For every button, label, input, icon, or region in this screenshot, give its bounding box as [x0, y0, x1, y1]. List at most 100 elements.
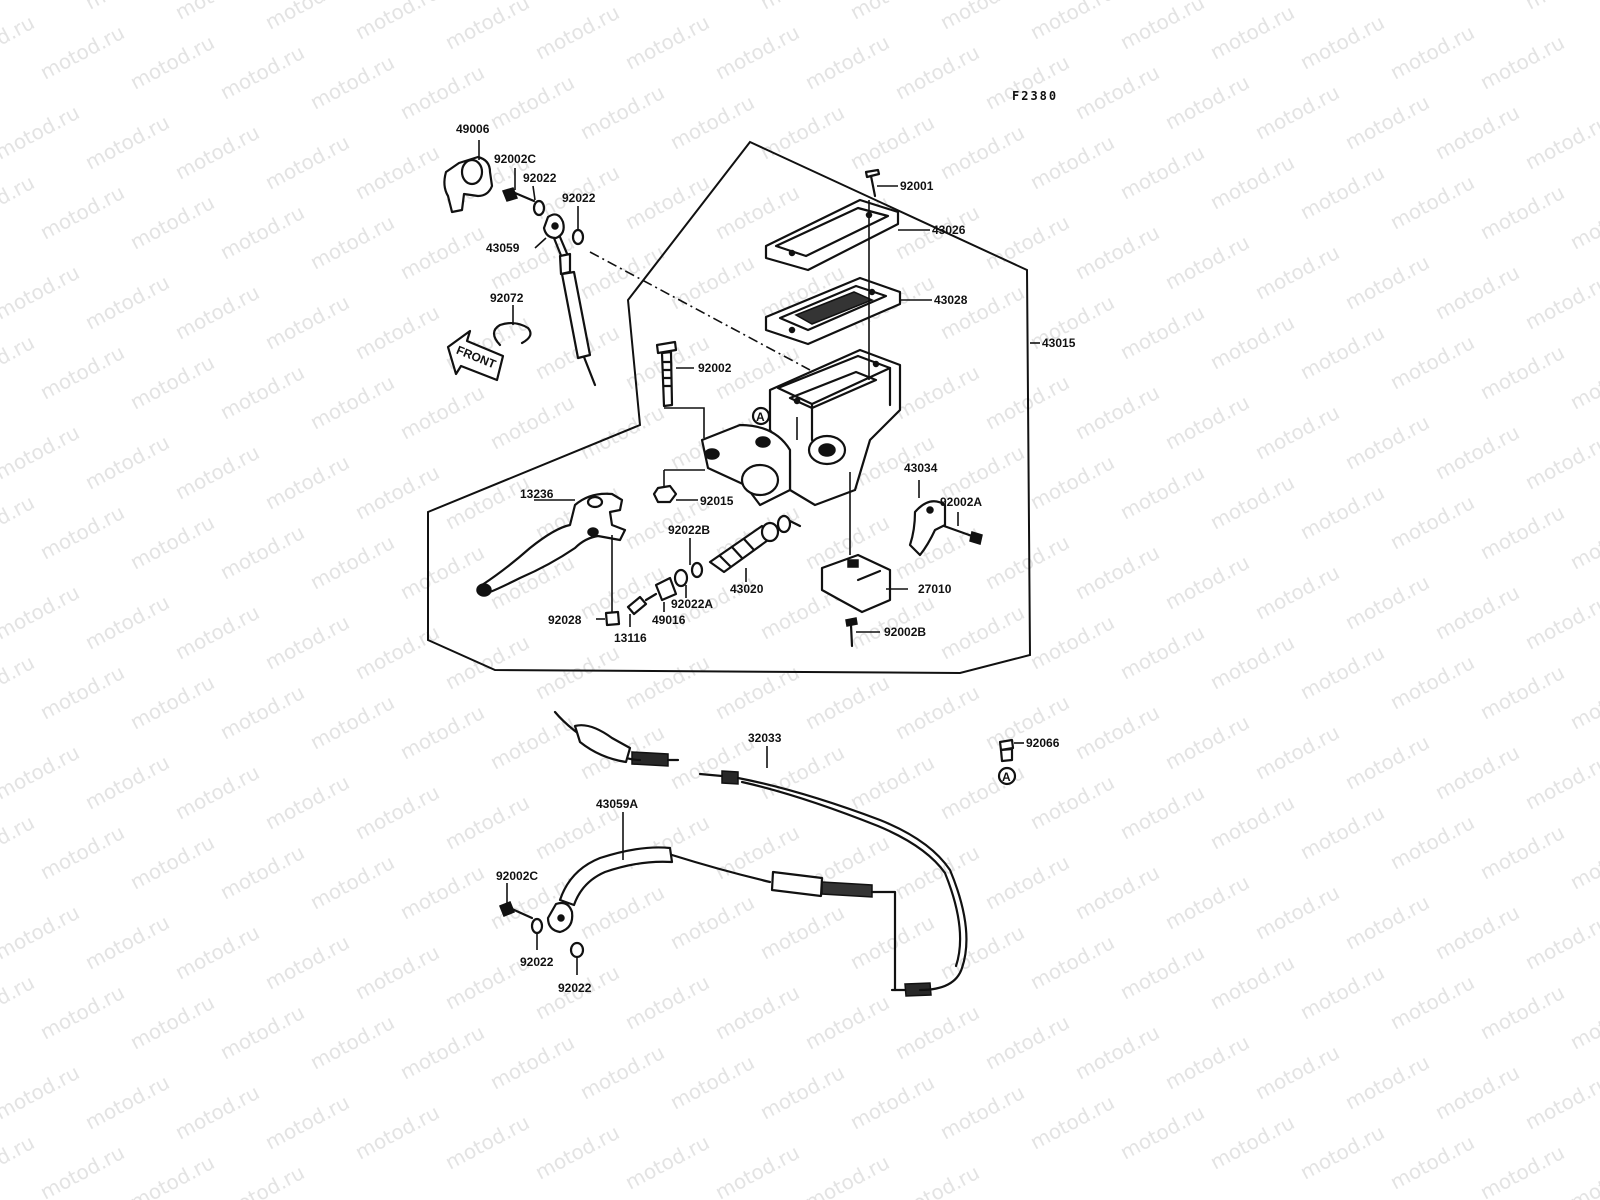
- watermark-text: motod.ru: [1071, 380, 1163, 444]
- watermark-text: motod.ru: [306, 850, 398, 914]
- watermark-text: motod.ru: [1296, 480, 1388, 544]
- watermark-text: motod.ru: [1161, 870, 1253, 934]
- watermark-text: motod.ru: [1251, 1040, 1343, 1104]
- watermark-text: motod.ru: [1296, 10, 1388, 74]
- watermark-text: motod.ru: [36, 340, 128, 404]
- ref-marker-a-upper: A: [751, 406, 771, 426]
- watermark-text: motod.ru: [1026, 930, 1118, 994]
- watermark-text: motod.ru: [36, 820, 128, 884]
- watermark-text: motod.ru: [441, 470, 533, 534]
- watermark-text: motod.ru: [486, 70, 578, 134]
- watermark-text: motod.ru: [756, 900, 848, 964]
- watermark-text: motod.ru: [0, 1130, 38, 1194]
- watermark-text: motod.ru: [81, 110, 173, 174]
- watermark-text: motod.ru: [1026, 0, 1118, 44]
- label-43015: 43015: [1042, 336, 1076, 350]
- watermark-text: motod.ru: [126, 510, 218, 574]
- watermark-text: motod.ru: [1566, 350, 1600, 414]
- watermark-text: motod.ru: [36, 980, 128, 1044]
- boot-92022A: [673, 568, 689, 588]
- watermark-text: motod.ru: [351, 140, 443, 204]
- watermark-text: motod.ru: [666, 890, 758, 954]
- watermark-text: motod.ru: [171, 1080, 263, 1144]
- watermark-text: motod.ru: [81, 0, 173, 14]
- watermark-text: motod.ru: [1476, 980, 1568, 1044]
- watermark-text: motod.ru: [1296, 320, 1388, 384]
- push-rod-49016: [654, 576, 678, 602]
- watermark-text: motod.ru: [801, 1150, 893, 1200]
- bleed-cap-92066: [998, 738, 1015, 763]
- watermark-text: motod.ru: [396, 60, 488, 124]
- watermark-text: motod.ru: [261, 0, 353, 34]
- label-92001: 92001: [900, 179, 934, 193]
- watermark-text: motod.ru: [396, 220, 488, 284]
- watermark-text: motod.ru: [396, 700, 488, 764]
- watermark-text: motod.ru: [621, 10, 713, 74]
- watermark-text: motod.ru: [576, 1040, 668, 1104]
- label-92002: 92002: [698, 361, 732, 375]
- watermark-text: motod.ru: [1206, 790, 1298, 854]
- watermark-text: motod.ru: [1476, 820, 1568, 884]
- label-92022-bottom-1: 92022: [520, 955, 554, 969]
- watermark-text: motod.ru: [1521, 910, 1600, 974]
- label-92015: 92015: [700, 494, 734, 508]
- watermark-text: motod.ru: [441, 1110, 533, 1174]
- piston-kit-43020: [708, 514, 802, 574]
- watermark-text: motod.ru: [126, 30, 218, 94]
- watermark-text: motod.ru: [1341, 250, 1433, 314]
- label-92022-top-1: 92022: [523, 171, 557, 185]
- watermark-text: motod.ru: [396, 380, 488, 444]
- watermark-text: motod.ru: [351, 620, 443, 684]
- watermark-text: motod.ru: [1386, 1130, 1478, 1194]
- watermark-text: motod.ru: [261, 450, 353, 514]
- watermark-text: motod.ru: [756, 0, 848, 14]
- watermark-text: motod.ru: [1206, 630, 1298, 694]
- watermark-text: motod.ru: [1206, 1110, 1298, 1174]
- watermark-text: motod.ru: [666, 1050, 758, 1114]
- watermark-text: motod.ru: [1341, 90, 1433, 154]
- screw-92001: [864, 168, 881, 198]
- watermark-text: motod.ru: [36, 20, 128, 84]
- watermark-text: motod.ru: [801, 670, 893, 734]
- watermark-text: motod.ru: [1071, 1020, 1163, 1084]
- watermark-text: motod.ru: [1521, 590, 1600, 654]
- watermark-text: motod.ru: [1161, 550, 1253, 614]
- washer-92022-top: [532, 199, 546, 217]
- watermark-text: motod.ru: [261, 1090, 353, 1154]
- part-labels: 49006 92002C 92022 92022 43059 92072 920…: [456, 122, 1076, 995]
- watermark-text: motod.ru: [936, 120, 1028, 184]
- watermark-text: motod.ru: [621, 650, 713, 714]
- watermark-text: motod.ru: [441, 630, 533, 694]
- watermark-text: motod.ru: [396, 1020, 488, 1084]
- watermark-text: motod.ru: [1386, 170, 1478, 234]
- watermark-text: motod.ru: [1431, 260, 1523, 324]
- label-92022-bottom-2: 92022: [558, 981, 592, 995]
- watermark-text: motod.ru: [1071, 220, 1163, 284]
- pivot-92028: [604, 610, 621, 627]
- label-92022B: 92022B: [668, 523, 710, 537]
- watermark-text: motod.ru: [171, 760, 263, 824]
- label-92072: 92072: [490, 291, 524, 305]
- watermark-text: motod.ru: [1251, 720, 1343, 784]
- watermark-text: motod.ru: [1431, 100, 1523, 164]
- watermark-text: motod.ru: [1026, 450, 1118, 514]
- watermark-text: motod.ru: [1206, 310, 1298, 374]
- watermark-text: motod.ru: [81, 270, 173, 334]
- watermark-text: motod.ru: [36, 1140, 128, 1200]
- watermark-text: motod.ru: [1341, 410, 1433, 474]
- watermark-text: motod.ru: [576, 240, 668, 304]
- watermark-text: motod.ru: [1341, 570, 1433, 634]
- watermark-text: motod.ru: [846, 1070, 938, 1134]
- watermark-text: motod.ru: [0, 10, 38, 74]
- watermark-text: motod.ru: [171, 0, 263, 24]
- watermark-text: motod.ru: [666, 250, 758, 314]
- watermark-text: motod.ru: [0, 260, 83, 324]
- watermark-text: motod.ru: [981, 530, 1073, 594]
- watermark-text: motod.ru: [1341, 730, 1433, 794]
- screw-92002B: [845, 617, 858, 648]
- watermark-text: motod.ru: [621, 170, 713, 234]
- watermark-text: motod.ru: [351, 300, 443, 364]
- ref-marker-a-lower: A: [997, 766, 1017, 786]
- clamp-bracket: [700, 423, 792, 507]
